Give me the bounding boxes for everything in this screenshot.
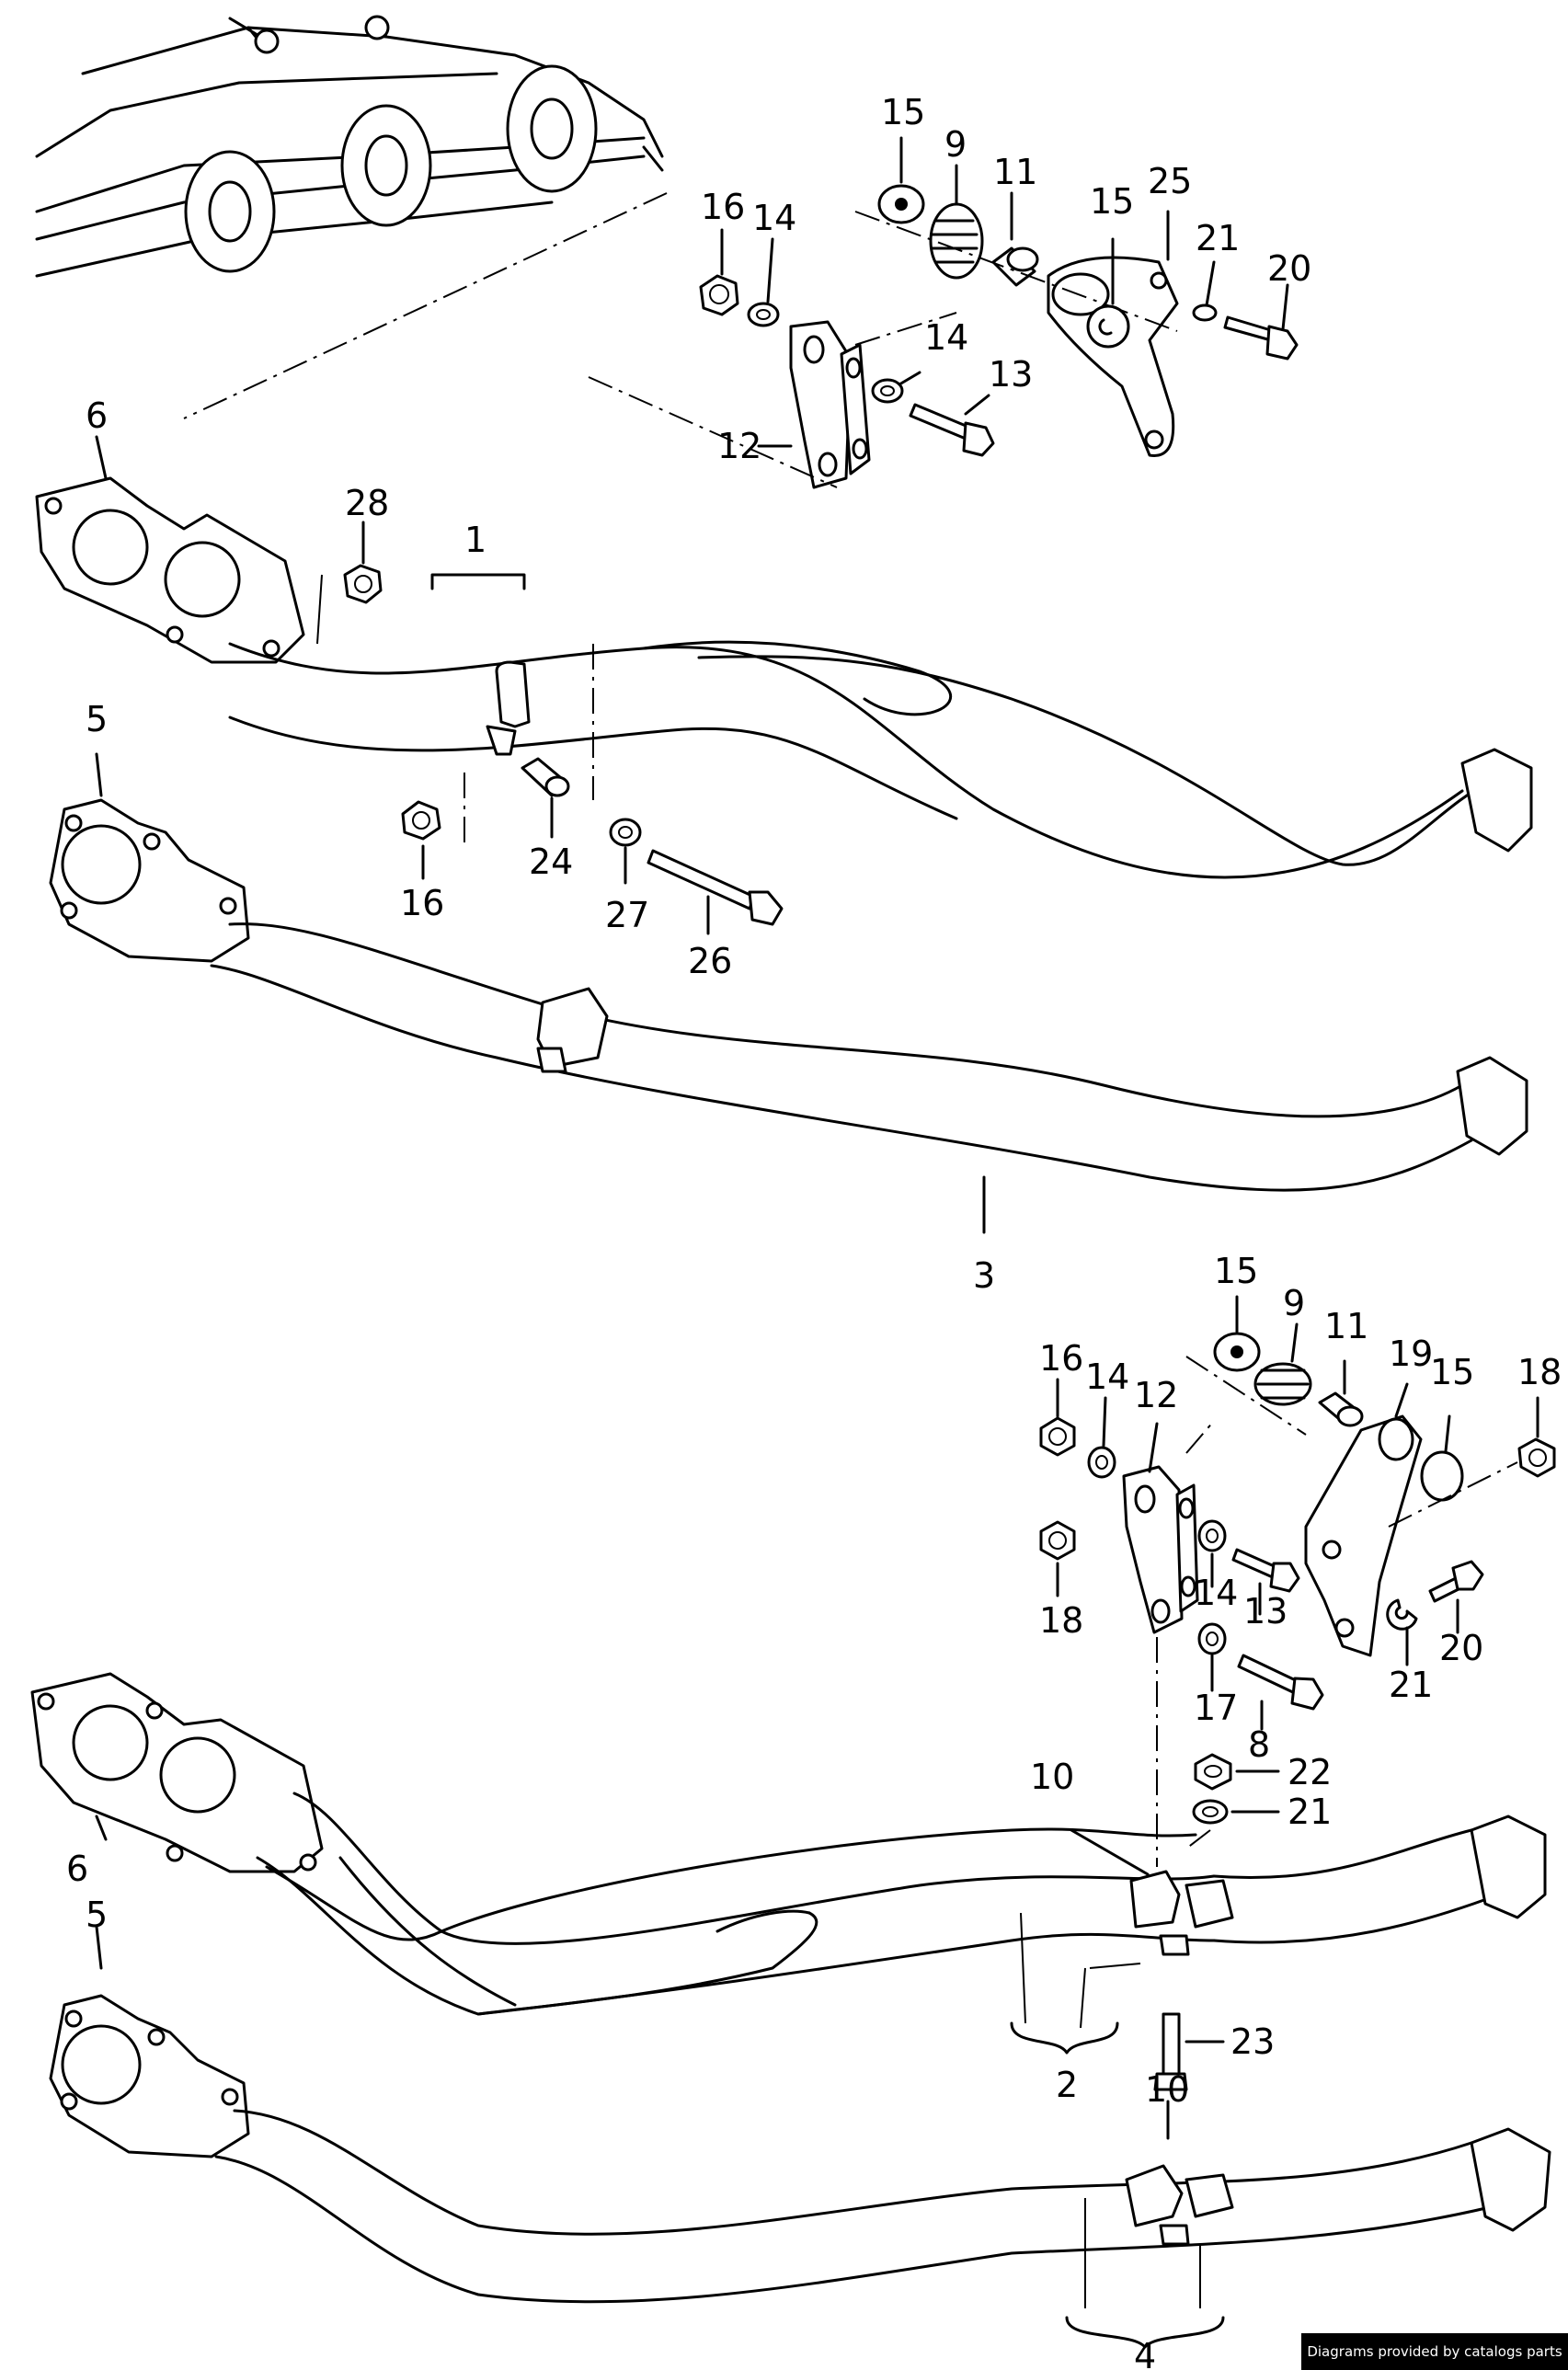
callout-24: 24 xyxy=(529,842,573,882)
rubber-mount-9a xyxy=(929,202,984,280)
callout-21c: 21 xyxy=(1288,1792,1332,1832)
callout-11a: 11 xyxy=(993,152,1037,192)
callout-4: 4 xyxy=(1134,2336,1156,2370)
callout-3: 3 xyxy=(973,1255,995,1296)
bracket-25 xyxy=(1047,256,1179,457)
nut-18b xyxy=(1039,1520,1076,1561)
callout-18a: 18 xyxy=(1039,1600,1083,1641)
callout-13b: 13 xyxy=(1243,1591,1288,1632)
front-pipe-hardware xyxy=(316,564,784,926)
washer-17 xyxy=(1197,1622,1227,1655)
bolt-8 xyxy=(1237,1654,1324,1711)
callout-14c: 14 xyxy=(1085,1357,1129,1397)
washer-14d xyxy=(1197,1519,1227,1552)
bolt-23 xyxy=(1153,2012,1188,2091)
nut-18a xyxy=(1517,1437,1556,1478)
callout-15b: 15 xyxy=(1090,181,1134,222)
callout-8: 8 xyxy=(1248,1724,1270,1765)
callout-26: 26 xyxy=(688,941,732,981)
callout-1: 1 xyxy=(464,520,486,560)
callout-9b: 9 xyxy=(1283,1283,1305,1323)
callout-22: 22 xyxy=(1288,1752,1332,1792)
upper-bracket-assembly xyxy=(183,184,1299,489)
callout-6b: 6 xyxy=(66,1849,88,1889)
callout-20a: 20 xyxy=(1267,248,1311,289)
callout-2: 2 xyxy=(1056,2065,1078,2105)
spring-washer-21c xyxy=(1192,1799,1229,1825)
callout-25: 25 xyxy=(1148,161,1192,201)
bolt-13b xyxy=(1231,1548,1300,1593)
spacer-sleeve-11b xyxy=(1318,1391,1364,1427)
washer-14a xyxy=(747,302,780,327)
spring-washer-21b xyxy=(1386,1598,1418,1631)
washer-15d xyxy=(1420,1450,1464,1502)
bolt-20a xyxy=(1223,315,1299,361)
exhaust-manifold xyxy=(35,15,664,278)
callout-16a: 16 xyxy=(701,187,745,227)
front-pipe-4 xyxy=(49,1994,1551,2308)
washer-27 xyxy=(609,818,642,847)
callout-18b: 18 xyxy=(1517,1352,1562,1392)
front-pipe-3 xyxy=(49,798,1528,1232)
nut-16c xyxy=(1039,1416,1076,1457)
callout-15a: 15 xyxy=(881,92,925,132)
credit-badge: Diagrams provided by catalogs parts xyxy=(1301,2333,1568,2370)
callout-12a: 12 xyxy=(717,426,761,466)
nut-28 xyxy=(343,564,383,604)
callout-12b: 12 xyxy=(1134,1375,1178,1415)
nut-22 xyxy=(1194,1753,1232,1791)
callout-14d: 14 xyxy=(1194,1573,1238,1613)
callout-6a: 6 xyxy=(86,395,108,436)
front-pipe-2 xyxy=(30,1672,1547,2091)
callout-16c: 16 xyxy=(1039,1338,1083,1379)
callout-10b: 10 xyxy=(1145,2069,1189,2110)
lower-bracket-assembly xyxy=(1039,1332,1556,1867)
callout-23: 23 xyxy=(1230,2021,1275,2062)
nut-16b xyxy=(401,800,441,841)
callout-14a: 14 xyxy=(752,198,796,238)
spacer-sleeve-11a xyxy=(991,246,1039,287)
washer-14b xyxy=(871,378,904,404)
callout-19: 19 xyxy=(1389,1334,1433,1374)
callout-15d: 15 xyxy=(1430,1352,1474,1392)
callout-14b: 14 xyxy=(924,317,968,358)
bracket-12b xyxy=(1122,1465,1199,1634)
sleeve-24 xyxy=(521,757,570,797)
callout-labels: 1 2 3 4 5 5 6 6 8 9 9 10 10 11 11 12 12 … xyxy=(66,92,1562,2370)
callout-21a: 21 xyxy=(1196,218,1240,258)
callout-20b: 20 xyxy=(1439,1628,1483,1668)
bolt-26 xyxy=(647,849,784,926)
callout-5b: 5 xyxy=(86,1895,108,1935)
callout-11b: 11 xyxy=(1324,1306,1368,1346)
front-pipe-1 xyxy=(35,476,1533,879)
bracket-12a xyxy=(789,320,871,489)
callout-5a: 5 xyxy=(86,699,108,739)
callout-16b: 16 xyxy=(400,883,444,923)
callout-10a: 10 xyxy=(1030,1757,1074,1797)
washer-15b xyxy=(1086,304,1130,349)
callout-9a: 9 xyxy=(944,124,967,165)
bolt-13a xyxy=(909,403,995,457)
rubber-mount-9b xyxy=(1253,1362,1312,1406)
nut-16a xyxy=(699,274,739,316)
callout-13a: 13 xyxy=(989,354,1033,395)
bracket-19 xyxy=(1304,1414,1423,1657)
callout-17: 17 xyxy=(1194,1688,1238,1728)
bolt-20b xyxy=(1428,1560,1484,1603)
callout-28: 28 xyxy=(345,483,389,523)
leader-lines xyxy=(95,136,1539,2349)
washer-14c xyxy=(1087,1446,1116,1479)
callout-27: 27 xyxy=(605,895,649,935)
spring-washer-21a xyxy=(1192,303,1218,322)
callout-21b: 21 xyxy=(1389,1665,1433,1705)
callout-15c: 15 xyxy=(1214,1251,1258,1291)
